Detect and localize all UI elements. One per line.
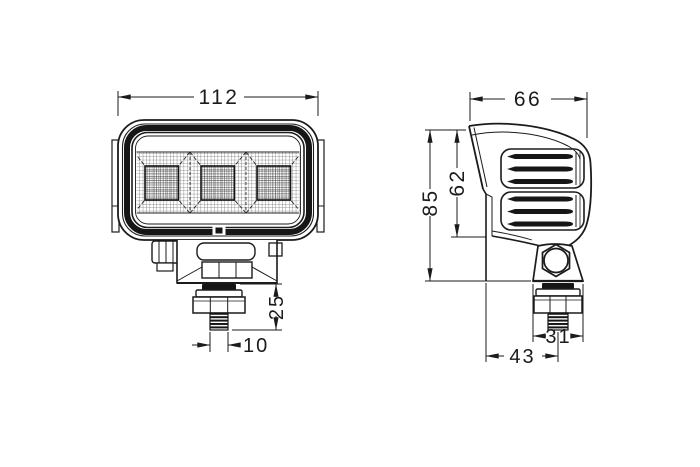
dim-front-width: 112 bbox=[117, 86, 319, 116]
dim-total-height: 85 bbox=[419, 129, 531, 282]
dim-total-height-label: 85 bbox=[419, 188, 442, 216]
front-cable-gland bbox=[151, 240, 183, 272]
dim-bracket-offset-label: 43 bbox=[509, 346, 535, 368]
dim-front-width-label: 112 bbox=[199, 86, 240, 109]
side-view: 66 85 62 31 43 bbox=[419, 88, 593, 368]
clamp-bolt-head bbox=[543, 247, 569, 274]
reflector-diagonals bbox=[136, 151, 300, 214]
side-housing bbox=[468, 122, 593, 281]
dim-thread-diameter: 10 bbox=[192, 332, 269, 357]
side-fin-block-upper bbox=[500, 148, 585, 189]
side-fin-block-lower bbox=[500, 191, 585, 231]
front-bottom-tick bbox=[212, 226, 226, 235]
dim-bracket-offset: 43 bbox=[485, 283, 559, 368]
dim-side-depth-label: 66 bbox=[514, 88, 542, 111]
side-mounting-stud bbox=[533, 283, 583, 331]
dim-stud-length-label: 25 bbox=[266, 294, 288, 320]
front-mounting-stud bbox=[192, 284, 246, 331]
front-view: 112 25 10 bbox=[111, 86, 325, 357]
led-square bbox=[144, 165, 180, 201]
led-square bbox=[200, 165, 236, 201]
dim-body-height: 62 bbox=[446, 129, 486, 238]
dim-thread-diameter-label: 10 bbox=[243, 335, 269, 357]
dim-body-height-label: 62 bbox=[446, 168, 469, 196]
led-square bbox=[256, 165, 292, 201]
dim-stud-length: 25 bbox=[232, 283, 288, 331]
dim-side-depth: 66 bbox=[469, 88, 588, 138]
front-mounting-bracket bbox=[176, 240, 283, 284]
front-lens-grid bbox=[136, 151, 300, 214]
side-mounting-bracket bbox=[532, 243, 585, 283]
